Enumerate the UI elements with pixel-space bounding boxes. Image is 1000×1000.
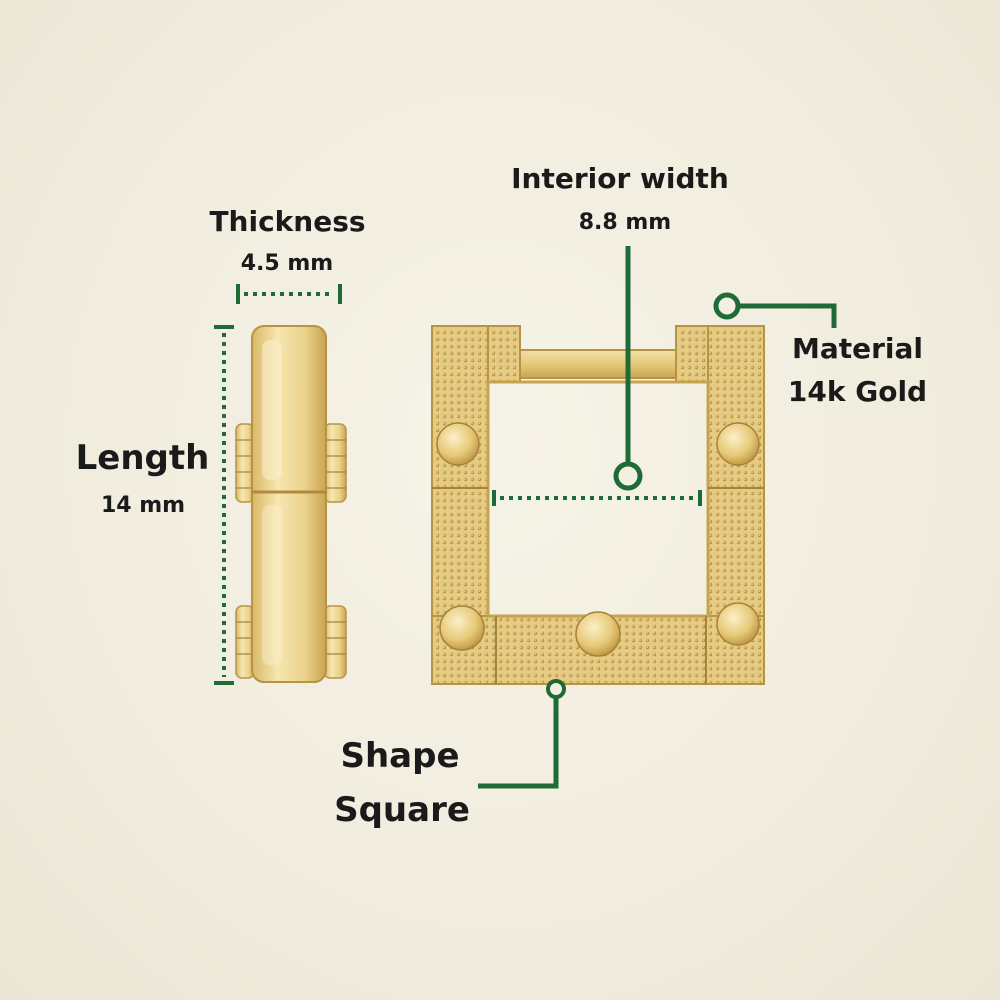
annotation-lines: [214, 246, 837, 789]
length-value: 14 mm: [100, 493, 186, 518]
length-title: Length: [75, 438, 210, 478]
side-view-earring: [235, 325, 347, 683]
shape-value: Square: [334, 790, 470, 830]
thickness-value: 4.5 mm: [240, 251, 334, 276]
shape-title: Shape: [340, 736, 460, 776]
thickness-title: Thickness: [209, 205, 366, 238]
material-title: Material: [791, 332, 924, 365]
interior-width-value: 8.8 mm: [578, 210, 672, 235]
interior-width-title: Interior width: [511, 162, 729, 195]
material-value: 14k Gold: [787, 375, 928, 408]
front-view-earring: [431, 325, 765, 685]
